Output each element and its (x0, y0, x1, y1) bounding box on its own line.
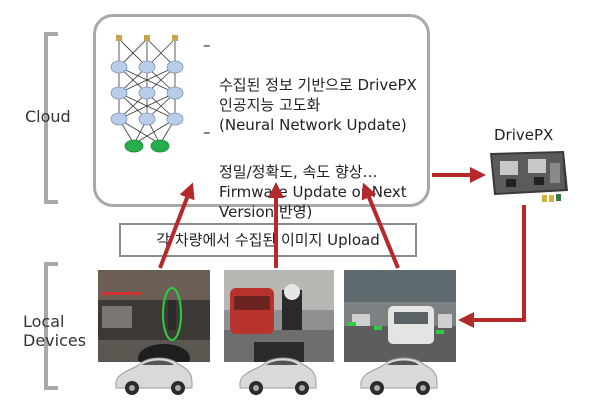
bullet-dash: – (203, 123, 211, 141)
cloud-label: Cloud (25, 107, 71, 126)
car-image (239, 357, 317, 395)
camera-image-traffic (344, 270, 456, 362)
drivepx-label: DrivePX (494, 126, 554, 144)
upload-label-box: 각 차량에서 수집된 이미지 Upload (119, 223, 417, 257)
camera-image-motorcycle (224, 270, 334, 362)
upload-arrow-1 (158, 182, 195, 269)
bullet-dash: – (203, 36, 211, 54)
car-image (360, 357, 438, 395)
camera-image-pedestrian (98, 270, 210, 362)
cloud-bracket (44, 32, 58, 204)
bullet-network-update: – 수집된 정보 기반으로 DrivePX 인공지능 고도화 (Neural N… (203, 35, 417, 135)
local-devices-label: Local Devices (23, 312, 87, 350)
car-image (115, 357, 193, 395)
neural-network-diagram (110, 35, 184, 153)
local-devices-bracket (44, 262, 58, 390)
cloud-box: – 수집된 정보 기반으로 DrivePX 인공지능 고도화 (Neural N… (93, 14, 430, 221)
drivepx-to-device-arrow (458, 205, 526, 328)
drivepx-board-image (490, 151, 568, 202)
bullet-text: 수집된 정보 기반으로 DrivePX 인공지능 고도화 (Neural Net… (219, 76, 417, 134)
upload-arrow-3 (361, 182, 400, 269)
